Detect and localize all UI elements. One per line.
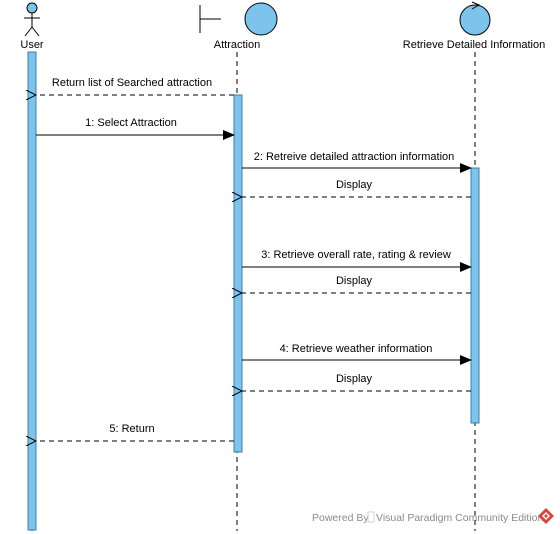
- control-icon[interactable]: [459, 1, 491, 36]
- message-label: Display: [336, 373, 373, 385]
- actor-icon[interactable]: [24, 2, 40, 37]
- watermark: Powered By Visual Paradigm Community Edi…: [312, 508, 554, 524]
- message-label: 2: Retreive detailed attraction informat…: [254, 151, 455, 163]
- activation-bar-attraction: [233, 94, 243, 453]
- message-label: 1: Select Attraction: [85, 117, 177, 129]
- message-label: 5: Return: [109, 423, 154, 435]
- visual-paradigm-logo-icon: [538, 508, 554, 524]
- lifeline-label-user: User: [20, 39, 44, 51]
- lifeline-label-attraction: Attraction: [214, 39, 260, 51]
- lifeline-label-retrieve: Retrieve Detailed Information: [403, 39, 545, 51]
- watermark-divider-icon: [367, 511, 375, 523]
- message-label: Return list of Searched attraction: [52, 77, 212, 89]
- message-label: Display: [336, 179, 373, 191]
- message-label: Display: [336, 275, 373, 287]
- boundary-icon[interactable]: [199, 2, 278, 36]
- activation-bar-retrieve: [470, 167, 480, 424]
- message-label: 4: Retrieve weather information: [280, 343, 433, 355]
- watermark-product: Visual Paradigm Community Edition: [376, 512, 543, 524]
- activation-bar-user: [27, 51, 37, 531]
- message-label: 3: Retrieve overall rate, rating & revie…: [261, 249, 451, 261]
- watermark-prefix: Powered By: [312, 512, 369, 524]
